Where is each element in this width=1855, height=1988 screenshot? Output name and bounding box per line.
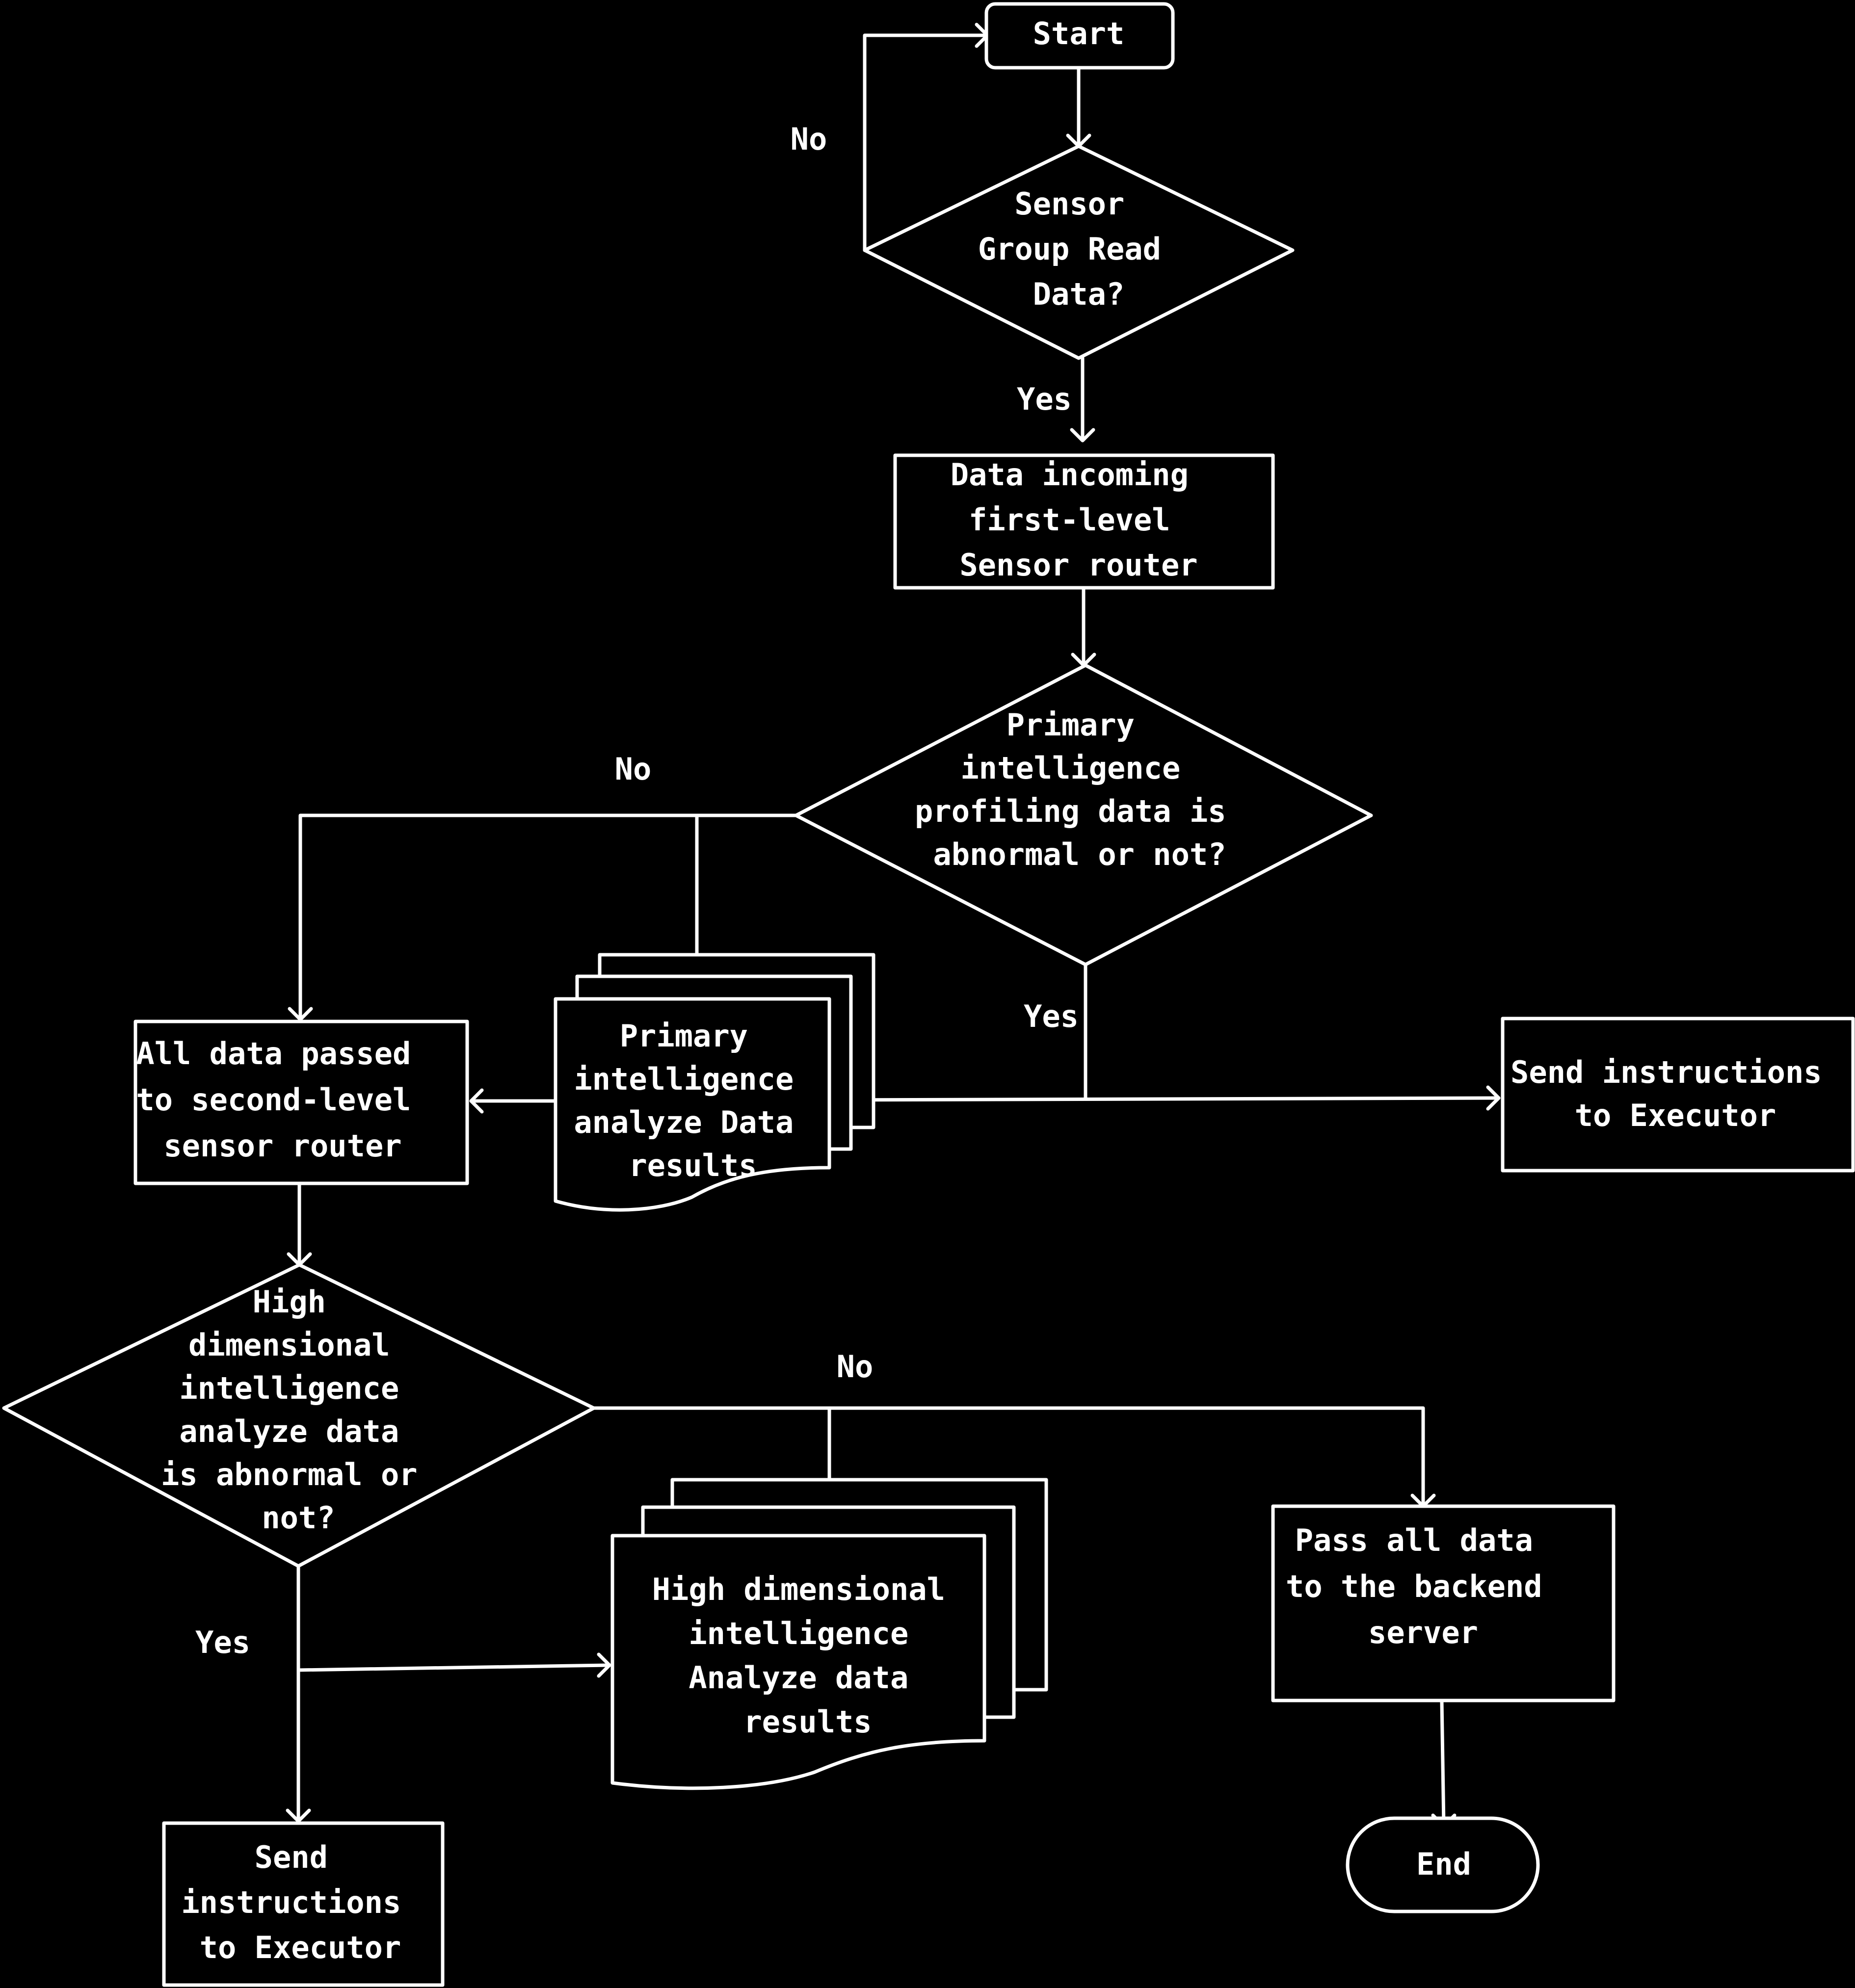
backend-process: Pass all data to the backend server [1271, 1504, 1616, 1702]
high-check-label: High dimensional intelligence analyze da… [161, 1284, 436, 1536]
end-terminal: End [1346, 1816, 1540, 1913]
start-terminal: Start [984, 2, 1175, 70]
high-no-label: No [837, 1349, 874, 1385]
arrowhead [1486, 1085, 1501, 1111]
edge-labels: No Yes No Yes No Yes [195, 121, 1079, 1660]
arrowhead [286, 1808, 311, 1823]
send-executor-1-process: Send instructions to Executor [1501, 1017, 1855, 1173]
high-results-multidocument: High dimensional intelligence Analyze da… [610, 1478, 1048, 1790]
first-router-label: Data incoming first-level Sensor router [951, 457, 1207, 583]
primary-check-decision: Primary intelligence profiling data is a… [794, 663, 1373, 967]
send-executor-2-label: Send instructions to Executor [181, 1839, 419, 1965]
sensor-yes-label: Yes [1017, 381, 1072, 417]
high-check-decision: High dimensional intelligence analyze da… [2, 1263, 596, 1568]
edge-backend-to-end [1440, 1700, 1446, 1827]
send-executor-1-label: Send instructions to Executor [1510, 1054, 1840, 1133]
sensor-read-label: Sensor Group Read Data? [978, 186, 1180, 312]
edge-yes-to-executor [827, 1096, 1501, 1102]
primary-yes-label: Yes [1024, 998, 1079, 1034]
edge-primary-no [298, 813, 798, 1020]
primary-check-label: Primary intelligence profiling data is a… [915, 707, 1245, 872]
high-results-label: High dimensional intelligence Analyze da… [652, 1571, 964, 1740]
arrowhead [469, 1088, 484, 1114]
arrowhead [288, 1007, 313, 1021]
edge-high-yes-results [296, 1663, 611, 1672]
sensor-read-decision: Sensor Group Read Data? [863, 144, 1295, 360]
arrowhead [597, 1652, 611, 1678]
edge-sensor-no-loop [863, 33, 988, 252]
second-router-label: All data passed to second-level sensor r… [136, 1036, 429, 1164]
backend-label: Pass all data to the backend server [1286, 1522, 1561, 1650]
high-yes-label: Yes [195, 1624, 250, 1660]
edge-high-no [592, 1406, 1425, 1507]
primary-results-label: Primary intelligence analyze Data result… [574, 1018, 812, 1183]
primary-results-multidocument: Primary intelligence analyze Data result… [554, 953, 875, 1212]
first-router-process: Data incoming first-level Sensor router [893, 453, 1275, 590]
second-router-process: All data passed to second-level sensor r… [133, 1020, 469, 1185]
send-executor-2-process: Send instructions to Executor [162, 1821, 445, 1987]
primary-no-label: No [615, 751, 652, 787]
start-label: Start [1033, 16, 1125, 52]
end-label: End [1416, 1846, 1471, 1882]
arrowhead [1070, 428, 1095, 443]
sensor-no-label: No [791, 121, 827, 157]
